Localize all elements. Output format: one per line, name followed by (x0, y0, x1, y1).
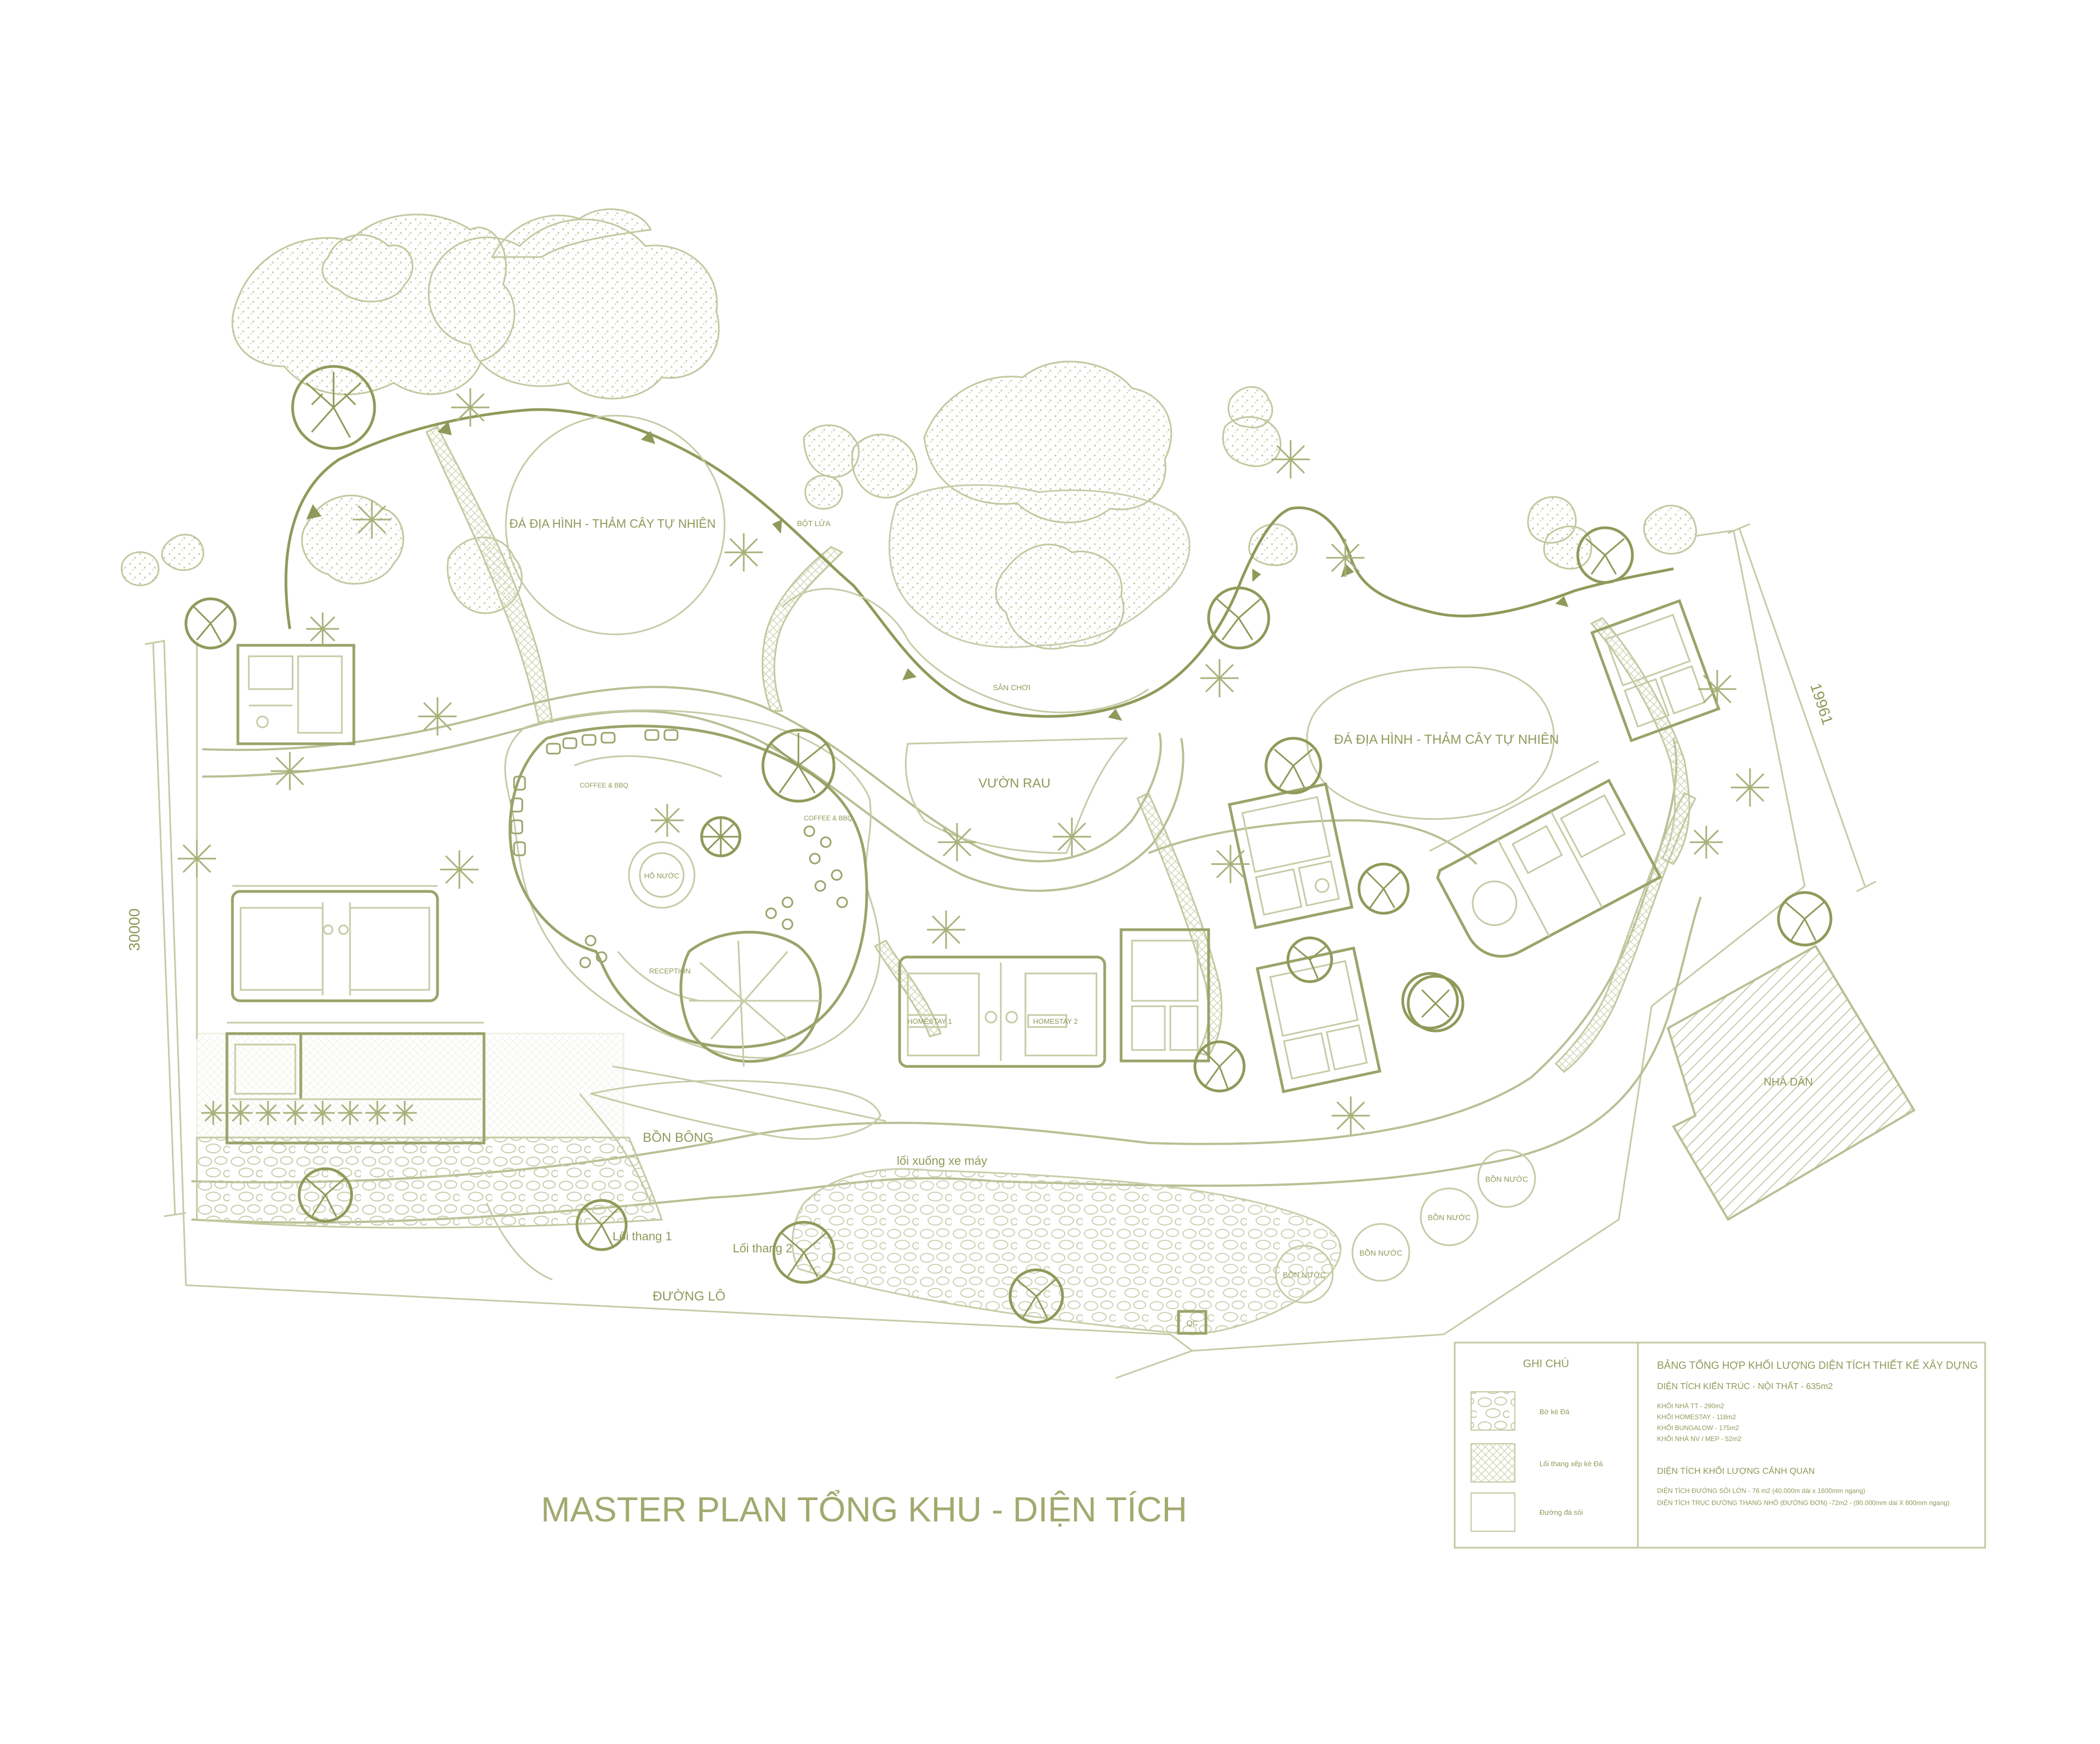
winding-path (284, 408, 1674, 721)
water-tanks (1275, 1149, 1536, 1304)
legend-item-1: Bờ kè Đá (1539, 1408, 1570, 1416)
bungalow-center (1119, 928, 1210, 1063)
staff-building (225, 1022, 486, 1145)
legend-table: GHI CHÚ Bờ kè Đá Lối thang xếp kè Đá Đườ… (1454, 1341, 1986, 1549)
homestay-left-block (231, 885, 439, 1002)
summary-arch-item-1: KHỐI NHÀ TT - 290m2 (1657, 1402, 1724, 1410)
summary-arch-item-2: KHỐI HOMESTAY - 118m2 (1657, 1413, 1736, 1421)
summary-arch-heading: DIỆN TÍCH KIẾN TRÚC - NỘI THẤT - 635m2 (1657, 1381, 1833, 1391)
tree-large-9 (1193, 1040, 1246, 1093)
summary-arch-item-4: KHỐI NHÀ NV / MEP - 52m2 (1657, 1434, 1742, 1443)
label-water-tank-1: BỒN NƯỚC (1283, 1270, 1326, 1279)
label-water-tank-2: BỒN NƯỚC (1360, 1248, 1402, 1257)
label-coffee-1: COFFEE & BBQ (580, 781, 628, 789)
label-neighbor-house: NHÀ DÂN (1764, 1076, 1813, 1088)
legend-swatch-hatch (1471, 1443, 1515, 1483)
label-homestay-2: HOMESTAY 2 (1033, 1017, 1078, 1025)
label-playground: SÂN CHƠI (993, 683, 1031, 692)
label-reception: RECEPTION (649, 967, 691, 975)
tree-large-3 (761, 728, 836, 803)
summary-arch-item-3: KHỐI BUNGALOW - 175m2 (1657, 1424, 1739, 1432)
tree-large-4 (1207, 586, 1270, 650)
label-terrain-right: ĐÁ ĐỊA HÌNH - THẢM CÂY TỰ NHIÊN (1334, 731, 1559, 747)
dimension-left: 30000 (126, 908, 143, 951)
main-house-right (1429, 760, 1662, 958)
shrubs (178, 388, 1769, 1135)
dimension-right: 19961 (1807, 681, 1836, 727)
bungalow-right-1 (1228, 782, 1354, 930)
tree-large-2 (184, 597, 237, 650)
summary-title: BẢNG TỔNG HỢP KHỐI LƯỢNG DIỆN TÍCH THIẾT… (1657, 1360, 1978, 1372)
legend-swatch-pebble (1471, 1391, 1515, 1431)
tree-large-5 (1576, 526, 1634, 584)
buildings (225, 599, 1721, 1145)
flowerbed (590, 1080, 882, 1140)
legend-title: GHI CHÚ (1523, 1357, 1569, 1370)
tree-large-15 (1401, 972, 1459, 1030)
central-clubhouse (509, 725, 868, 1067)
tree-large-12 (575, 1199, 628, 1251)
label-garden: VƯỜN RAU (978, 776, 1051, 791)
tree-large-13 (772, 1221, 836, 1284)
legend-item-2: Lối thang xếp kè Đá (1539, 1460, 1603, 1468)
label-coffee-2: COFFEE & BBQ (804, 814, 853, 822)
gate (1177, 1310, 1208, 1335)
label-stair-2: Lối thang 2 (733, 1241, 792, 1255)
summary-land-item-2: DIỆN TÍCH TRỤC ĐƯỜNG THANG NHỎ (ĐƯỜNG ĐƠ… (1657, 1498, 1950, 1507)
trees (184, 365, 1833, 1324)
neighbor-house (1666, 944, 1916, 1221)
open-zones (504, 415, 1555, 1059)
label-water-tank-3: BỒN NƯỚC (1428, 1212, 1471, 1222)
stair-paths (196, 425, 1697, 1139)
tree-circle-1 (1407, 975, 1465, 1033)
tree-palm-1 (700, 816, 742, 858)
legend-swatch-plain (1471, 1492, 1515, 1532)
bungalow-right-2 (1256, 946, 1381, 1094)
tree-large-10 (1777, 891, 1833, 947)
legend-item-3: Đường đá sỏi (1539, 1508, 1583, 1516)
label-terrain-left: ĐÁ ĐỊA HÌNH - THẢM CÂY TỰ NHIÊN (510, 517, 716, 530)
cabin-top-right (1590, 599, 1721, 743)
tree-large-14 (1008, 1268, 1064, 1324)
tree-large-11 (298, 1167, 353, 1223)
tree-large-8 (1286, 936, 1333, 983)
label-motorbike-way: lối xuống xe máy (897, 1154, 987, 1168)
plan-labels: ĐÁ ĐỊA HÌNH - THẢM CÂY TỰ NHIÊN ĐÁ ĐỊA H… (126, 517, 1836, 1327)
star-row (201, 1101, 417, 1125)
tree-large-7 (1357, 862, 1410, 915)
label-flowerbed: BỒN BÔNG (643, 1130, 713, 1145)
cabin-top-left (236, 644, 355, 745)
label-homestay-1: HOMESTAY 1 (907, 1017, 952, 1025)
playground-area (888, 484, 1191, 648)
label-water-tank-4: BỒN NƯỚC (1485, 1174, 1528, 1183)
tree-large-1 (291, 365, 376, 450)
page-title: MASTER PLAN TỔNG KHU - DIỆN TÍCH (541, 1489, 1187, 1529)
label-gate: QC (1187, 1319, 1198, 1327)
summary-land-heading: DIỆN TÍCH KHỐI LƯỢNG CẢNH QUAN (1657, 1465, 1815, 1476)
homestay-double-block (898, 955, 1106, 1068)
label-lake: HỒ NƯỚC (644, 872, 679, 880)
label-stair-1: Lối thang 1 (612, 1229, 672, 1243)
label-bonfire: BỘT LỬA (797, 518, 831, 528)
summary-land-item-1: DIỆN TÍCH ĐƯỜNG SỎI LỚN - 76 m2 (40.000m… (1657, 1486, 1865, 1495)
main-road (191, 738, 1702, 1335)
dimension-lines (144, 523, 1876, 1217)
tree-large-6 (1264, 737, 1322, 795)
label-road: ĐƯỜNG LÔ (652, 1288, 725, 1304)
